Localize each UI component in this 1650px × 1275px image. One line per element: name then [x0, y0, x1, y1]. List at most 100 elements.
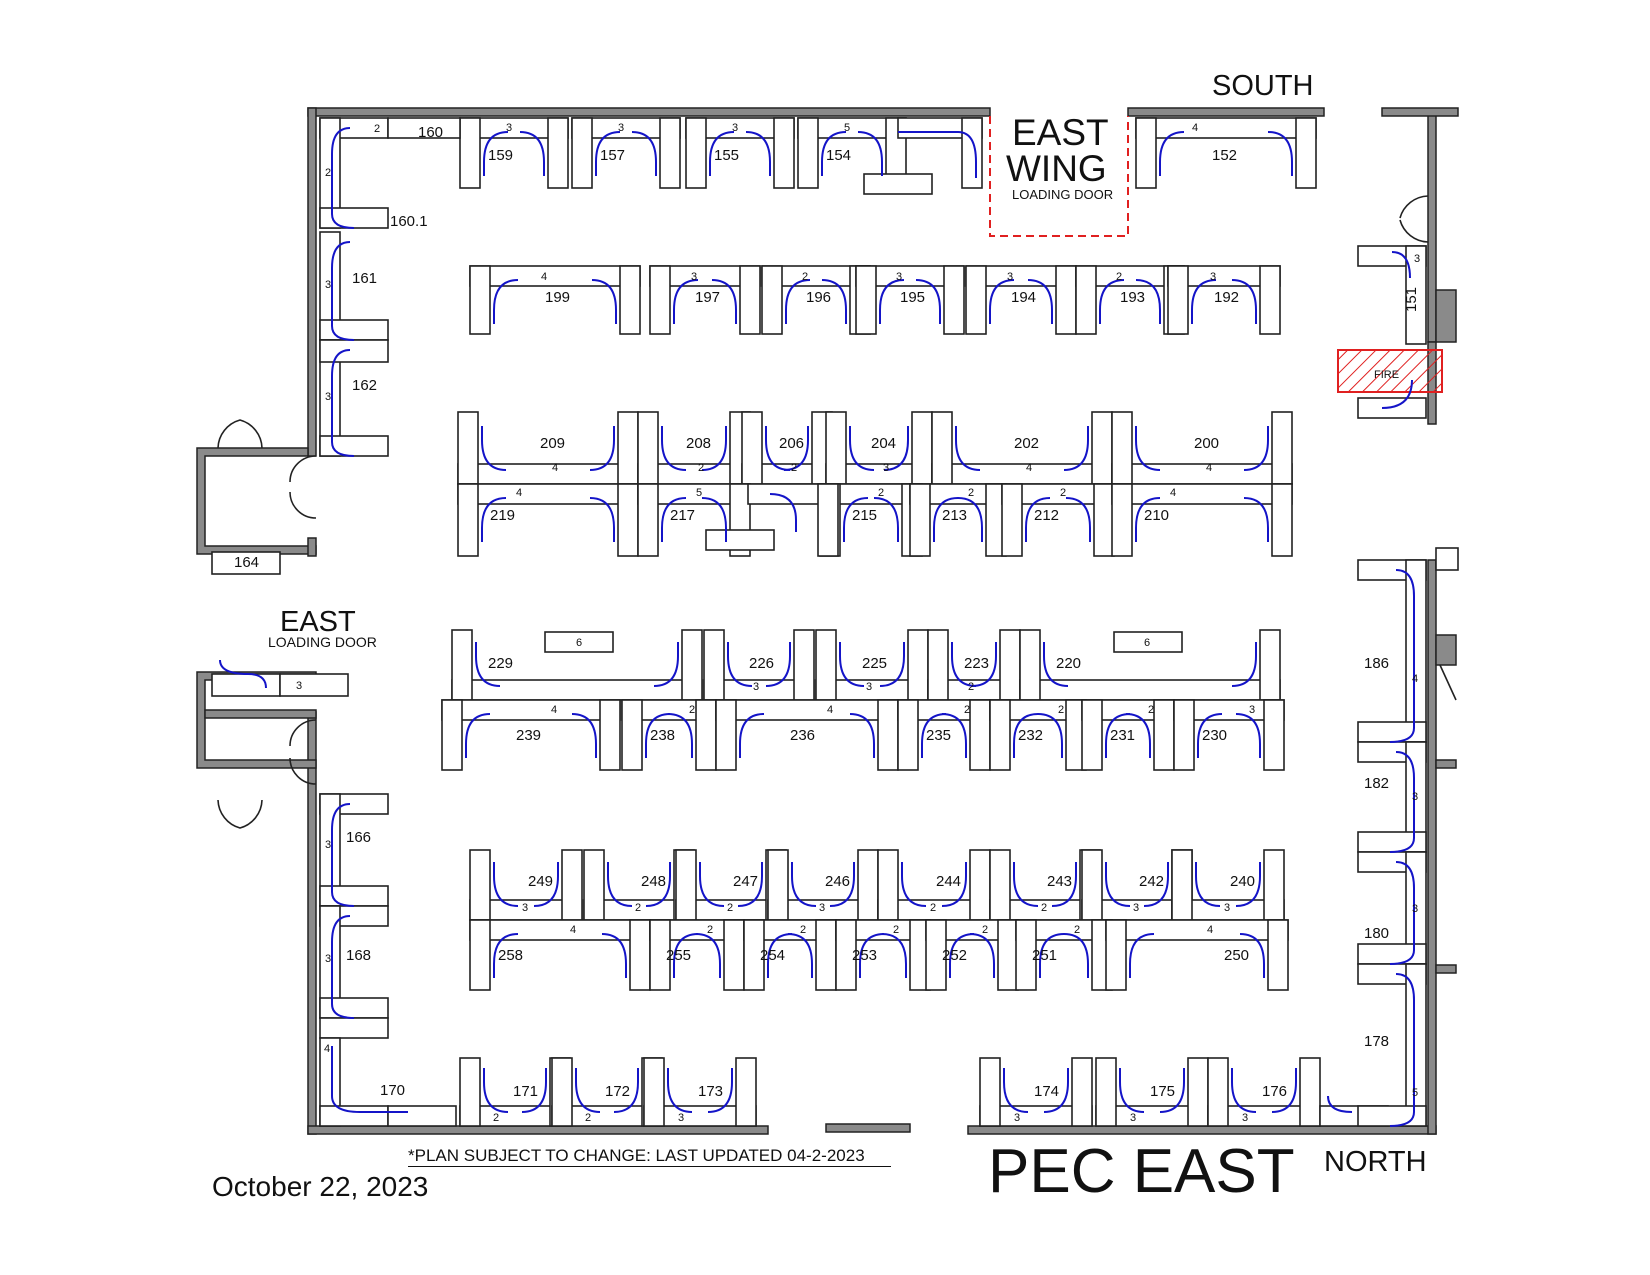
- table-count-226: 3: [753, 681, 759, 693]
- booth-243-left: [989, 849, 1011, 921]
- table-count-251: 2: [1074, 924, 1080, 936]
- booth-199-swing-r: [591, 279, 617, 324]
- table-count-178: 5: [1412, 1087, 1418, 1099]
- booth-253-swing-l: [859, 933, 885, 978]
- booth-155-left: [685, 117, 707, 189]
- booth-number-202: 202: [1014, 435, 1039, 452]
- booth-number-175: 175: [1150, 1083, 1175, 1100]
- booth-168-bottom: [319, 1017, 389, 1039]
- booth-209-left: [457, 411, 479, 485]
- booth-number-182: 182: [1364, 775, 1389, 792]
- door-vestibule-lower-left: [217, 799, 263, 829]
- booth-242-left: [1081, 849, 1103, 921]
- booth-182-swing: [1389, 751, 1415, 853]
- booth-232-swing-l: [1013, 713, 1039, 758]
- booth-246-swing-l: [791, 862, 817, 907]
- booth-225-right: [907, 629, 929, 701]
- booth-161-swing: [331, 241, 355, 341]
- booth-number-161: 161: [352, 270, 377, 287]
- booth-170-table-b: [387, 1105, 457, 1127]
- booth-204-swing-r: [883, 426, 909, 471]
- booth-219-swing-r: [589, 497, 615, 542]
- table-count-255: 2: [707, 924, 713, 936]
- booth-number-155: 155: [714, 147, 739, 164]
- booth-number-239: 239: [516, 727, 541, 744]
- plan-title: PEC EAST: [988, 1137, 1295, 1206]
- booth-180-bottom: [1357, 943, 1427, 965]
- booth-number-162: 162: [352, 377, 377, 394]
- booth-160.1-swing: [331, 127, 355, 229]
- booth-210-swing-l: [1135, 497, 1161, 542]
- wall-west-lower: [307, 711, 317, 1135]
- booth-217-left: [637, 483, 659, 557]
- booth-240-right: [1263, 849, 1285, 921]
- booth-232-swing-r: [1037, 713, 1063, 758]
- booth-220-swing-l: [1043, 642, 1069, 687]
- east-bump-1: [1435, 289, 1457, 343]
- east-bump-2: [1435, 634, 1457, 666]
- booth-157-swing-r: [631, 131, 657, 176]
- booth-208-swing-r: [701, 426, 727, 471]
- booth-number-244: 244: [936, 873, 961, 890]
- booth-213-swing-l: [933, 497, 959, 542]
- booth-number-160: 160: [418, 124, 443, 141]
- booth-number-186: 186: [1364, 655, 1389, 672]
- booth-number-176: 176: [1262, 1083, 1287, 1100]
- row-3-aisle-table-b: [1113, 631, 1183, 653]
- booth-number-199: 199: [545, 289, 570, 306]
- booth-195-swing-l: [879, 279, 905, 324]
- booth-number-197: 197: [695, 289, 720, 306]
- table-count-row3-b: 6: [1144, 637, 1150, 649]
- east-bump-3: [1435, 759, 1457, 769]
- booth-229-swing-r: [653, 642, 679, 687]
- table-count-180: 3: [1412, 903, 1418, 915]
- booth-216-panel: [817, 483, 839, 557]
- booth-number-225: 225: [862, 655, 887, 672]
- table-count-175: 3: [1130, 1112, 1136, 1124]
- booth-229-right: [681, 629, 703, 701]
- booth-209-swing-r: [589, 426, 615, 471]
- booth-151-side: [1405, 245, 1427, 345]
- booth-number-195: 195: [900, 289, 925, 306]
- door-vestibule-upper-left: [217, 419, 263, 449]
- booth-number-152: 152: [1212, 147, 1237, 164]
- booth-243-swing-l: [1013, 862, 1039, 907]
- booth-212-right: [1093, 483, 1115, 557]
- booth-number-171: 171: [513, 1083, 538, 1100]
- booth-194-swing-l: [989, 279, 1015, 324]
- booth-number-242: 242: [1139, 873, 1164, 890]
- booth-number-231: 231: [1110, 727, 1135, 744]
- booth-number-213: 213: [942, 507, 967, 524]
- booth-209-swing-l: [481, 426, 507, 471]
- booth-157-left: [571, 117, 593, 189]
- booth-247-swing-l: [699, 862, 725, 907]
- table-count-166: 3: [325, 839, 331, 851]
- booth-174-right: [1071, 1057, 1093, 1127]
- table-count-231: 2: [1148, 704, 1154, 716]
- booth-186-swing: [1389, 569, 1415, 743]
- booth-number-196: 196: [806, 289, 831, 306]
- booth-208-left: [637, 411, 659, 485]
- booth-247-swing-r: [737, 862, 763, 907]
- table-count-197: 3: [691, 271, 697, 283]
- booth-number-178: 178: [1364, 1033, 1389, 1050]
- wall-north-mid: [825, 1123, 911, 1133]
- booth-number-194: 194: [1011, 289, 1036, 306]
- booth-230-swing-r: [1235, 713, 1261, 758]
- table-count-195: 3: [896, 271, 902, 283]
- booth-196-swing-r: [821, 279, 847, 324]
- booth-249-swing-r: [533, 862, 559, 907]
- door-vestibule-upper-right: [289, 455, 317, 519]
- table-count-160: 2: [374, 123, 380, 135]
- booth-258-swing-l: [493, 933, 519, 978]
- booth-219-swing-l: [481, 497, 507, 542]
- booth-number-168: 168: [346, 947, 371, 964]
- table-count-215: 2: [878, 487, 884, 499]
- booth-235-left: [897, 699, 919, 771]
- booth-197-swing-l: [673, 279, 699, 324]
- booth-number-206: 206: [779, 435, 804, 452]
- booth-170-swing: [331, 1046, 408, 1113]
- booth-244-right: [969, 849, 991, 921]
- booth-258-back: [469, 919, 651, 941]
